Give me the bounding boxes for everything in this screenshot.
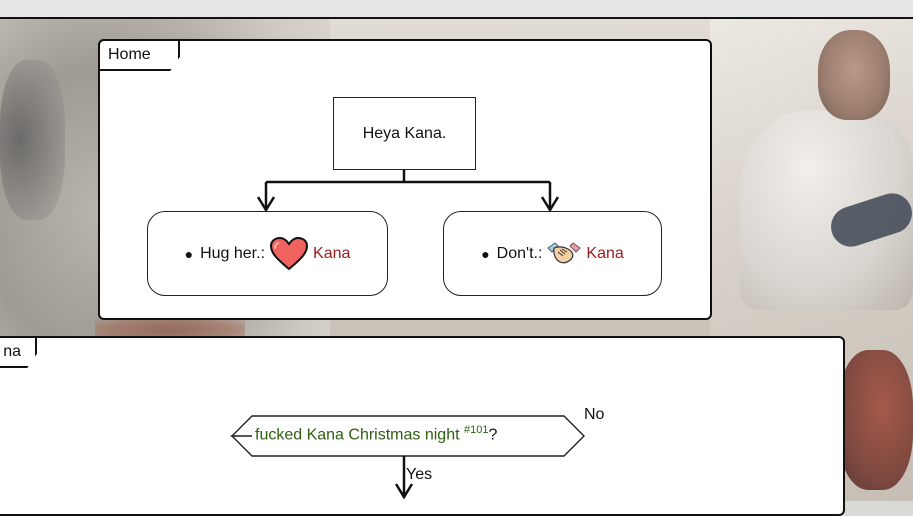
background-shadow [0, 60, 65, 220]
choice-hug-node[interactable]: ● Hug her.: Kana [147, 211, 388, 296]
bullet-icon: ● [481, 245, 490, 262]
condition-text: fucked Kana Christmas night [255, 426, 460, 444]
greeting-node: Heya Kana. [333, 97, 476, 170]
condition-node: fucked Kana Christmas night #101? [255, 424, 497, 444]
home-frame-tab: Home [98, 39, 180, 71]
background-red-hair [838, 350, 913, 490]
kana-frame-tab: na [0, 336, 37, 368]
choice-dont-label: Don't.: [496, 244, 543, 262]
condition-ref: #101 [464, 424, 489, 436]
bullet-icon: ● [184, 245, 194, 262]
condition-mark: ? [488, 426, 498, 444]
choice-hug-character: Kana [313, 244, 351, 262]
top-strip [0, 0, 913, 19]
choice-dont-node[interactable]: ● Don't.: Kana [443, 211, 662, 296]
greeting-text: Heya Kana. [362, 124, 447, 142]
background-figure-head [818, 30, 890, 120]
heart-icon [269, 236, 309, 271]
choice-dont-character: Kana [586, 244, 624, 262]
branch-no-label: No [584, 406, 605, 423]
branch-yes-label: Yes [406, 466, 433, 483]
choice-hug-label: Hug her.: [200, 244, 266, 262]
handshake-icon [546, 240, 582, 268]
